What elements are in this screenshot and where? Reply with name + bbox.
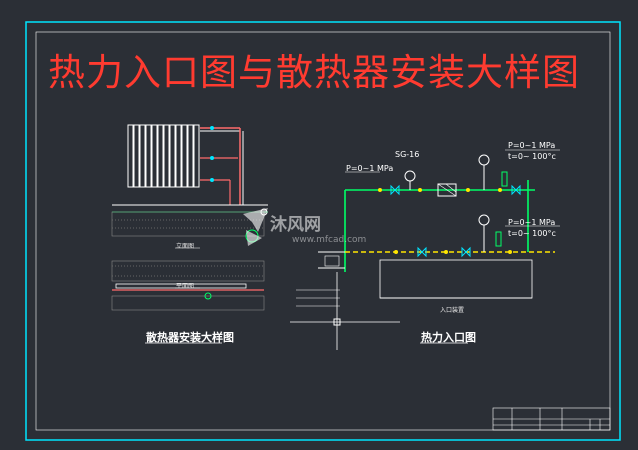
- pressure-left-label: P=0~1 MPa: [346, 164, 394, 173]
- temp-mid-label: t=0~ 100°c: [508, 229, 556, 238]
- radiator-detail-caption: 散热器安装大样图: [146, 331, 234, 344]
- inlet-box-label: 入口装置: [440, 307, 465, 314]
- title-block: [492, 407, 611, 431]
- radiator-plan: [111, 260, 265, 311]
- drawing-title: 热力入口图与散热器安装大样图: [48, 51, 580, 94]
- outer-frame: [25, 21, 621, 441]
- elevation-sublabel: 立面图: [176, 243, 195, 250]
- watermark-brand: 沐风网: [270, 215, 321, 235]
- heat-inlet-caption: 热力入口图: [421, 331, 476, 344]
- pressure-mid-label: P=0~1 MPa: [508, 218, 556, 227]
- watermark-logo-icon: [243, 208, 268, 246]
- heat-inlet-diagram: [290, 149, 560, 350]
- inner-frame: [35, 31, 611, 431]
- plan-sublabel: 平面图: [176, 283, 195, 290]
- watermark-url: www.mfcad.com: [292, 235, 367, 245]
- pressure-top-label: P=0~1 MPa: [508, 141, 556, 150]
- valve-tag-label: SG-16: [395, 150, 420, 159]
- radiator-elevation: [111, 124, 268, 243]
- temp-top-label: t=0~ 100°c: [508, 152, 556, 161]
